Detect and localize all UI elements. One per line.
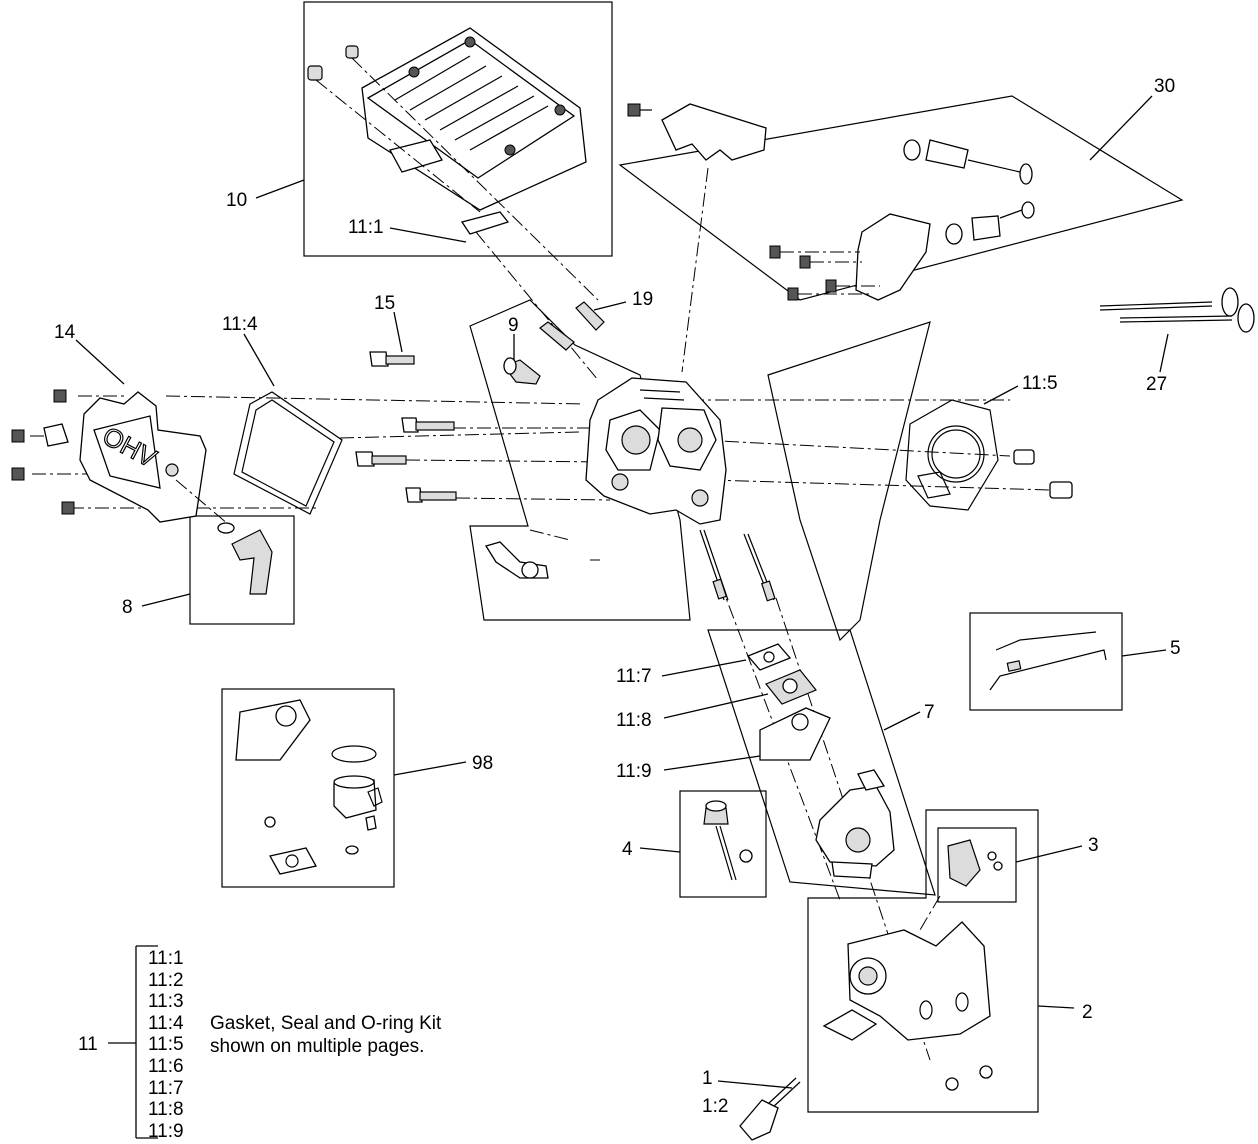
kit-item-3: 11:3 — [148, 991, 184, 1012]
box-8-breather — [189, 515, 295, 625]
rocker-cover: OHV — [11, 389, 207, 523]
callout-1-2: 1:2 — [702, 1096, 728, 1117]
callout-5: 5 — [1170, 638, 1181, 659]
air-cleaner-cover — [822, 921, 993, 1091]
leader-lines — [75, 95, 1169, 1089]
box-cylinder-head — [469, 299, 691, 621]
kit-item-6: 11:6 — [148, 1056, 184, 1077]
stop-switch — [947, 839, 1003, 887]
box-98-carb-kit — [221, 688, 395, 888]
intake-studs — [699, 529, 776, 602]
box-10-valve-cover-assembly — [303, 1, 613, 257]
box-30-valve-train — [618, 95, 1184, 301]
callout-2: 2 — [1082, 1002, 1093, 1023]
kit-description-line-1: Gasket, Seal and O-ring Kit — [210, 1013, 442, 1034]
callout-27: 27 — [1146, 374, 1167, 395]
air-cleaner-knob — [739, 1077, 801, 1141]
callout-labels: 30 10 11:1 19 15 9 14 11:4 11:5 27 8 5 1… — [54, 76, 1181, 1117]
callout-14: 14 — [54, 322, 76, 343]
head-gasket — [905, 399, 1073, 511]
valve-train-parts — [769, 139, 1035, 301]
box-5-linkage — [969, 612, 1123, 711]
kit-parent-number: 11 — [78, 1034, 98, 1055]
kit-item-2: 11:2 — [148, 970, 184, 991]
kit-item-8: 11:8 — [148, 1099, 184, 1120]
kit-description-line-2: shown on multiple pages. — [210, 1036, 424, 1057]
callout-11-1: 11:1 — [348, 217, 384, 238]
carburetor — [815, 769, 895, 879]
push-rods — [1099, 287, 1255, 333]
valve-cover-top — [307, 27, 587, 235]
callout-11-8: 11:8 — [616, 710, 652, 731]
callout-98: 98 — [472, 753, 493, 774]
kit-item-1: 11:1 — [148, 948, 184, 969]
box-7-carburetor — [707, 629, 936, 896]
callout-30: 30 — [1154, 76, 1175, 97]
kit-item-9: 11:9 — [148, 1121, 184, 1142]
kit-item-4: 11:4 — [148, 1013, 184, 1034]
rocker-cover-gasket — [233, 391, 343, 515]
callout-1: 1 — [702, 1068, 713, 1089]
callout-11-7: 11:7 — [616, 666, 652, 687]
spark-plug — [503, 357, 541, 385]
head-bolts — [355, 351, 457, 503]
callout-4: 4 — [622, 839, 633, 860]
callout-3: 3 — [1088, 835, 1099, 856]
intake-gaskets — [746, 643, 831, 761]
callout-7: 7 — [924, 702, 935, 723]
callout-11-4: 11:4 — [222, 314, 258, 335]
breather-shield — [627, 103, 767, 161]
callout-9: 9 — [508, 315, 519, 336]
kit-legend: 11 11:1 11:2 11:3 11:4 11:5 11:6 11:7 11… — [78, 945, 442, 1142]
callout-8: 8 — [122, 597, 133, 618]
callout-11-9: 11:9 — [616, 761, 652, 782]
breather-tube — [175, 479, 273, 595]
callout-15: 15 — [374, 293, 395, 314]
carb-kit-parts — [235, 699, 383, 875]
box-2-air-cleaner — [807, 809, 1039, 1113]
box-3-switch — [937, 827, 1017, 903]
cylinder-head — [585, 377, 727, 525]
kit-item-7: 11:7 — [148, 1078, 184, 1099]
callout-10: 10 — [226, 190, 247, 211]
rocker-arm — [484, 541, 549, 579]
callout-11-5: 11:5 — [1022, 373, 1058, 394]
throttle-linkage — [989, 631, 1107, 691]
callout-19: 19 — [632, 289, 653, 310]
box-4-solenoid — [679, 790, 767, 898]
group-boxes — [189, 1, 1184, 1113]
kit-item-5: 11:5 — [148, 1034, 184, 1055]
fuel-solenoid — [703, 800, 753, 881]
dashed-assembly-lines — [30, 57, 1051, 1061]
valve-springs — [539, 301, 605, 351]
box-11-5-head-gasket — [767, 321, 931, 642]
